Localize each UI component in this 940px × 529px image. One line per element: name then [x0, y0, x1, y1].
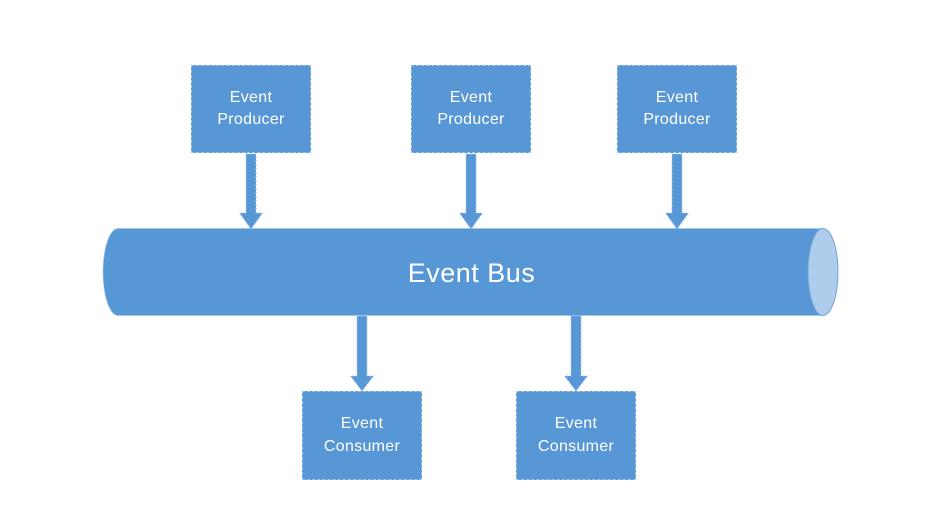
arrow-producer-1-to-bus: [238, 153, 264, 230]
arrow-producer-3-to-bus: [664, 153, 690, 230]
arrow-producer-2-to-bus: [458, 153, 484, 230]
arrow-bus-to-consumer-1: [349, 315, 375, 392]
cylinder-body: [102, 228, 824, 316]
producer-box-3: Event Producer: [617, 65, 737, 153]
arrow-bus-to-consumer-2: [563, 315, 589, 392]
event-bus-cylinder: [102, 228, 839, 316]
cylinder-end-cap: [807, 228, 839, 316]
consumer-box-1: Event Consumer: [302, 391, 422, 480]
producer-box-2: Event Producer: [411, 65, 531, 153]
producer-box-1: Event Producer: [191, 65, 311, 153]
consumer-box-2: Event Consumer: [516, 391, 636, 480]
